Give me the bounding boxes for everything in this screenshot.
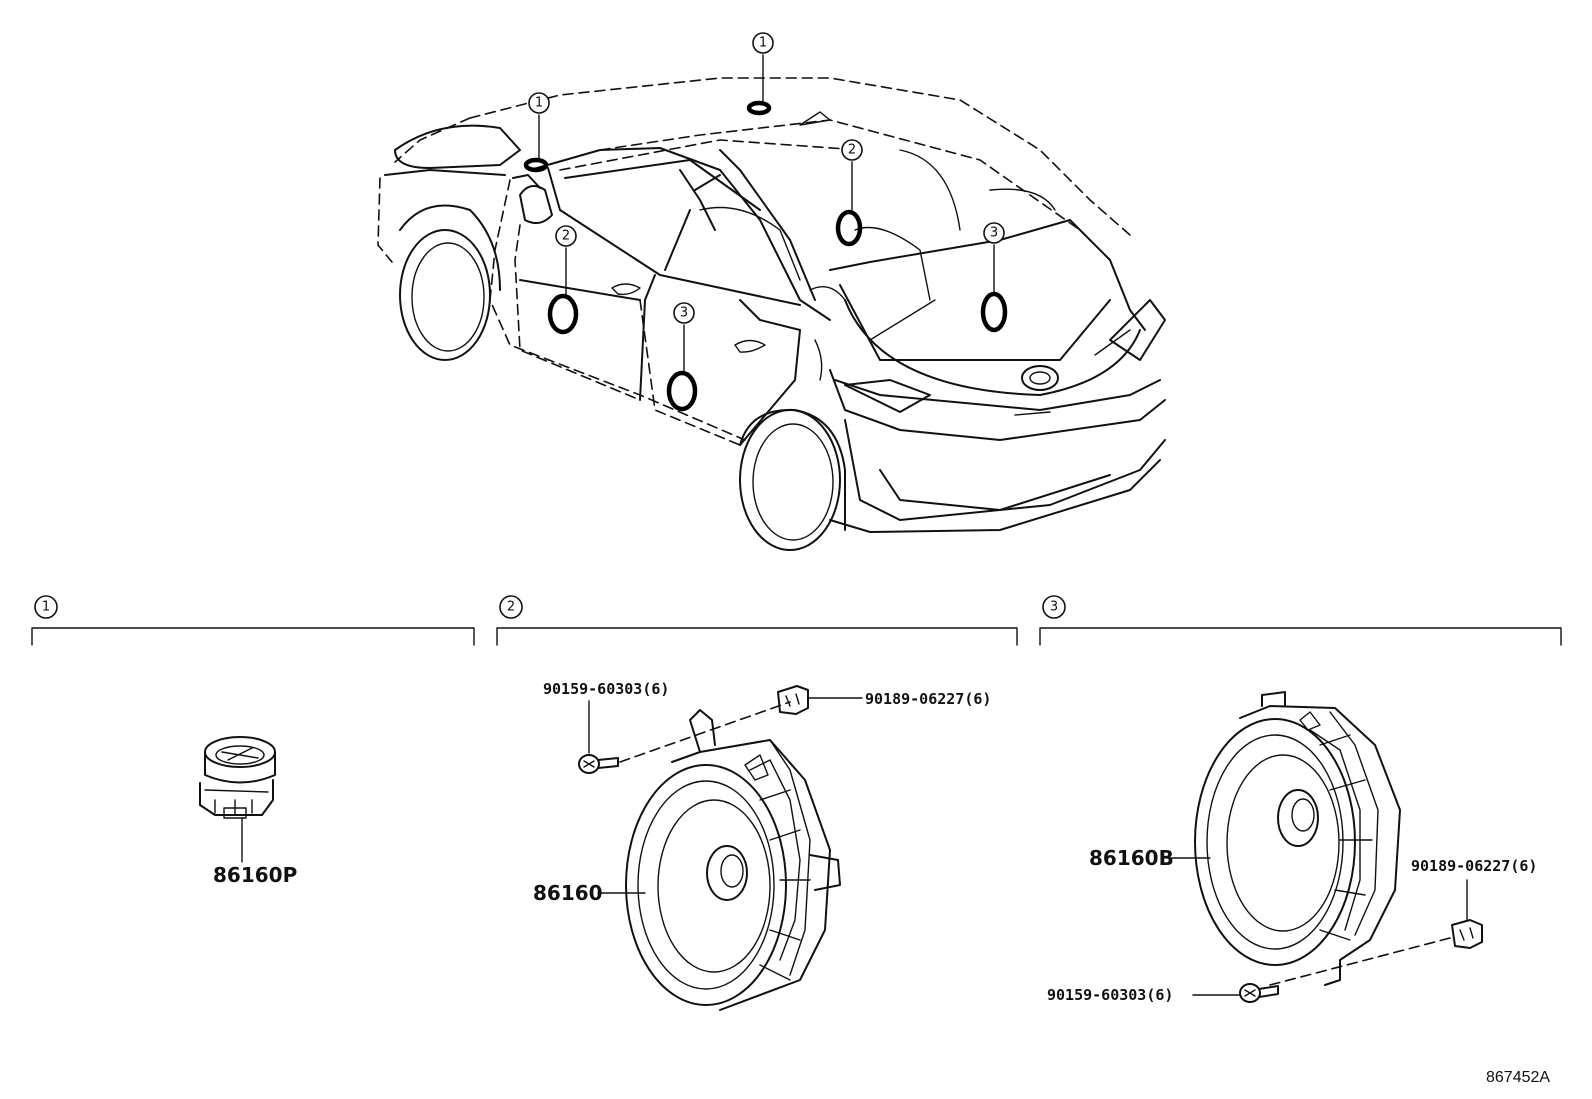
tweeter-icon <box>199 736 276 819</box>
group-1-header: 1 <box>31 595 475 646</box>
callout-3-right: 3 <box>990 226 998 241</box>
speaker-locations <box>523 100 1008 412</box>
car-outline-icon <box>377 77 1166 551</box>
tweeter-location-left <box>523 157 549 173</box>
part-label-rear-speaker: 86160B <box>1089 846 1174 870</box>
part-label-rear-nut: 90189-06227(6) <box>1411 857 1537 875</box>
callout-1-left: 1 <box>535 96 543 111</box>
part-label-rear-screw: 90159-60303(6) <box>1047 986 1173 1004</box>
group-3-header: 3 <box>1039 595 1562 646</box>
speaker-icon-rear <box>1194 691 1401 986</box>
front-speaker-location-right <box>835 209 863 247</box>
part-label-front-nut: 90189-06227(6) <box>865 690 991 708</box>
speaker-icon-front <box>625 709 841 1011</box>
tweeter-location-right <box>746 100 772 116</box>
screw-icon-rear <box>1239 983 1279 1003</box>
callout-1-right: 1 <box>759 36 767 51</box>
group-1-number: 1 <box>42 600 50 615</box>
group-2-header: 2 <box>496 595 1018 646</box>
front-speaker-location-left <box>547 293 579 335</box>
group-2-number: 2 <box>507 600 515 615</box>
screw-icon-front <box>578 754 619 774</box>
part-label-front-speaker: 86160 <box>533 881 603 905</box>
callout-3-left: 3 <box>680 306 688 321</box>
rear-speaker-location-left <box>666 370 698 412</box>
group-3-number: 3 <box>1050 600 1058 615</box>
illustration-id: 867452A <box>1486 1069 1550 1086</box>
callout-2-right: 2 <box>848 143 856 158</box>
clip-nut-icon-front <box>777 685 809 715</box>
car-callouts: 1 1 2 2 3 3 <box>528 32 1005 372</box>
callout-2-left: 2 <box>562 229 570 244</box>
rear-speaker-location-right <box>980 291 1008 333</box>
part-label-front-screw: 90159-60303(6) <box>543 680 669 698</box>
part-label-tweeter: 86160P <box>213 863 297 887</box>
clip-nut-icon-rear <box>1451 919 1483 949</box>
